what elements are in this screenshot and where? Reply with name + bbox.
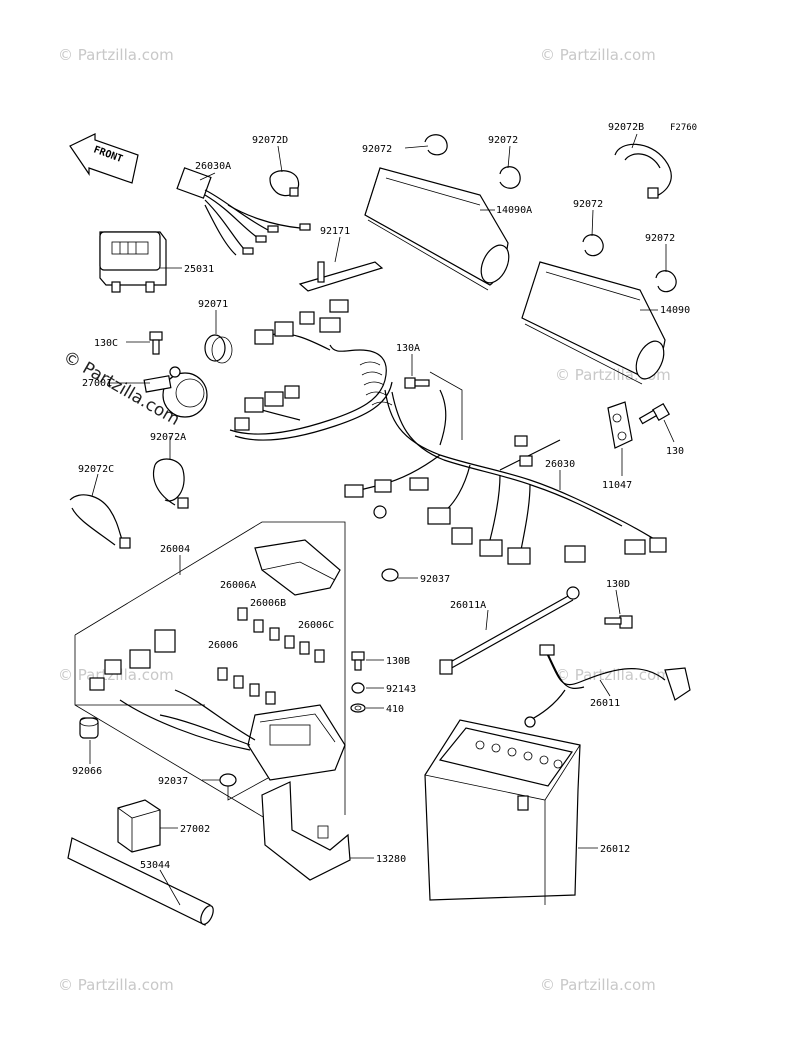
clamp-92037-1 — [381, 568, 399, 582]
cover-14090A — [364, 167, 510, 291]
cable-26011A — [439, 586, 580, 675]
horn-27001 — [143, 366, 208, 418]
label-410: 410 — [386, 704, 404, 715]
label-26011A: 26011A — [450, 600, 486, 611]
bracket-13280 — [261, 781, 351, 881]
label-92066: 92066 — [72, 766, 102, 777]
relay-27002 — [117, 799, 161, 853]
watermark: © Partzilla.com — [58, 666, 174, 684]
label-130A: 130A — [396, 343, 420, 354]
label-14090A: 14090A — [496, 205, 532, 216]
band-92072-1 — [424, 134, 448, 156]
band-92072-3 — [582, 234, 604, 257]
nut-92143 — [351, 682, 365, 694]
rubber-92066 — [79, 717, 99, 739]
label-130D: 130D — [606, 579, 630, 590]
label-26004: 26004 — [160, 544, 190, 555]
label-14090: 14090 — [660, 305, 690, 316]
label-11047: 11047 — [602, 480, 632, 491]
band-92072-4 — [655, 270, 677, 293]
label-92072: 92072 — [362, 144, 392, 155]
clamp-92037-2 — [219, 773, 269, 801]
bolt-130 — [638, 402, 671, 425]
hour-meter-25031 — [99, 231, 167, 293]
leader-lines — [89, 133, 675, 906]
label-26030A: 26030A — [195, 161, 231, 172]
cable-26011 — [524, 644, 691, 728]
label-130C: 130C — [94, 338, 118, 349]
battery-26012 — [424, 719, 581, 905]
watermark: © Partzilla.com — [58, 976, 174, 994]
main-harness-26030 — [229, 299, 667, 565]
band-92072B — [614, 143, 672, 199]
label-92072: 92072 — [573, 199, 603, 210]
label-92071: 92071 — [198, 299, 228, 310]
fuse-box-26004 — [89, 539, 346, 781]
bolt-130D — [604, 615, 633, 629]
label-130B: 130B — [386, 656, 410, 667]
label-92072: 92072 — [645, 233, 675, 244]
cover-14090 — [521, 261, 666, 385]
label-92072C: 92072C — [78, 464, 114, 475]
label-26030: 26030 — [545, 459, 575, 470]
watermarks: © Partzilla.com © Partzilla.com © Partzi… — [58, 46, 671, 994]
band-92072A — [153, 458, 189, 509]
watermark: © Partzilla.com — [555, 666, 671, 684]
label-26012: 26012 — [600, 844, 630, 855]
part-labels: 26030A 92072D 92072 92072 92072B 14090A … — [72, 122, 690, 871]
grommet-92071 — [204, 334, 233, 364]
sub-harness-26030A — [176, 167, 311, 256]
washer-410 — [350, 703, 366, 713]
bracket-92171 — [298, 261, 384, 292]
label-92037: 92037 — [158, 776, 188, 787]
watermark: © Partzilla.com — [540, 976, 656, 994]
fuse-box-assembly-frame — [74, 521, 346, 831]
label-92143: 92143 — [386, 684, 416, 695]
label-26006C: 26006C — [298, 620, 334, 631]
tube-53044 — [67, 837, 214, 926]
label-26011: 26011 — [590, 698, 620, 709]
label-53044: 53044 — [140, 860, 170, 871]
label-130: 130 — [666, 446, 684, 457]
label-92037: 92037 — [420, 574, 450, 585]
fuses-26006 — [217, 607, 325, 705]
label-27002: 27002 — [180, 824, 210, 835]
watermark: © Partzilla.com — [58, 46, 174, 64]
label-25031: 25031 — [184, 264, 214, 275]
bolt-130A — [404, 371, 463, 446]
figure-code: F2760 — [670, 123, 697, 133]
label-92072D: 92072D — [252, 135, 288, 146]
label-27001: 27001 — [82, 378, 112, 389]
label-26006A: 26006A — [220, 580, 256, 591]
bracket-11047 — [607, 401, 633, 449]
label-13280: 13280 — [376, 854, 406, 865]
label-92072: 92072 — [488, 135, 518, 146]
bolt-130C — [149, 331, 163, 355]
label-26006B: 26006B — [250, 598, 286, 609]
band-92072C — [69, 494, 131, 549]
watermark: © Partzilla.com — [540, 46, 656, 64]
band-92072D — [269, 170, 300, 197]
front-arrow-icon: FRONT — [69, 133, 139, 184]
label-92072B: 92072B — [608, 122, 644, 133]
band-92072-2 — [499, 166, 521, 189]
label-92072A: 92072A — [150, 432, 186, 443]
label-92171: 92171 — [320, 226, 350, 237]
label-26006: 26006 — [208, 640, 238, 651]
bolt-130B — [351, 651, 365, 671]
